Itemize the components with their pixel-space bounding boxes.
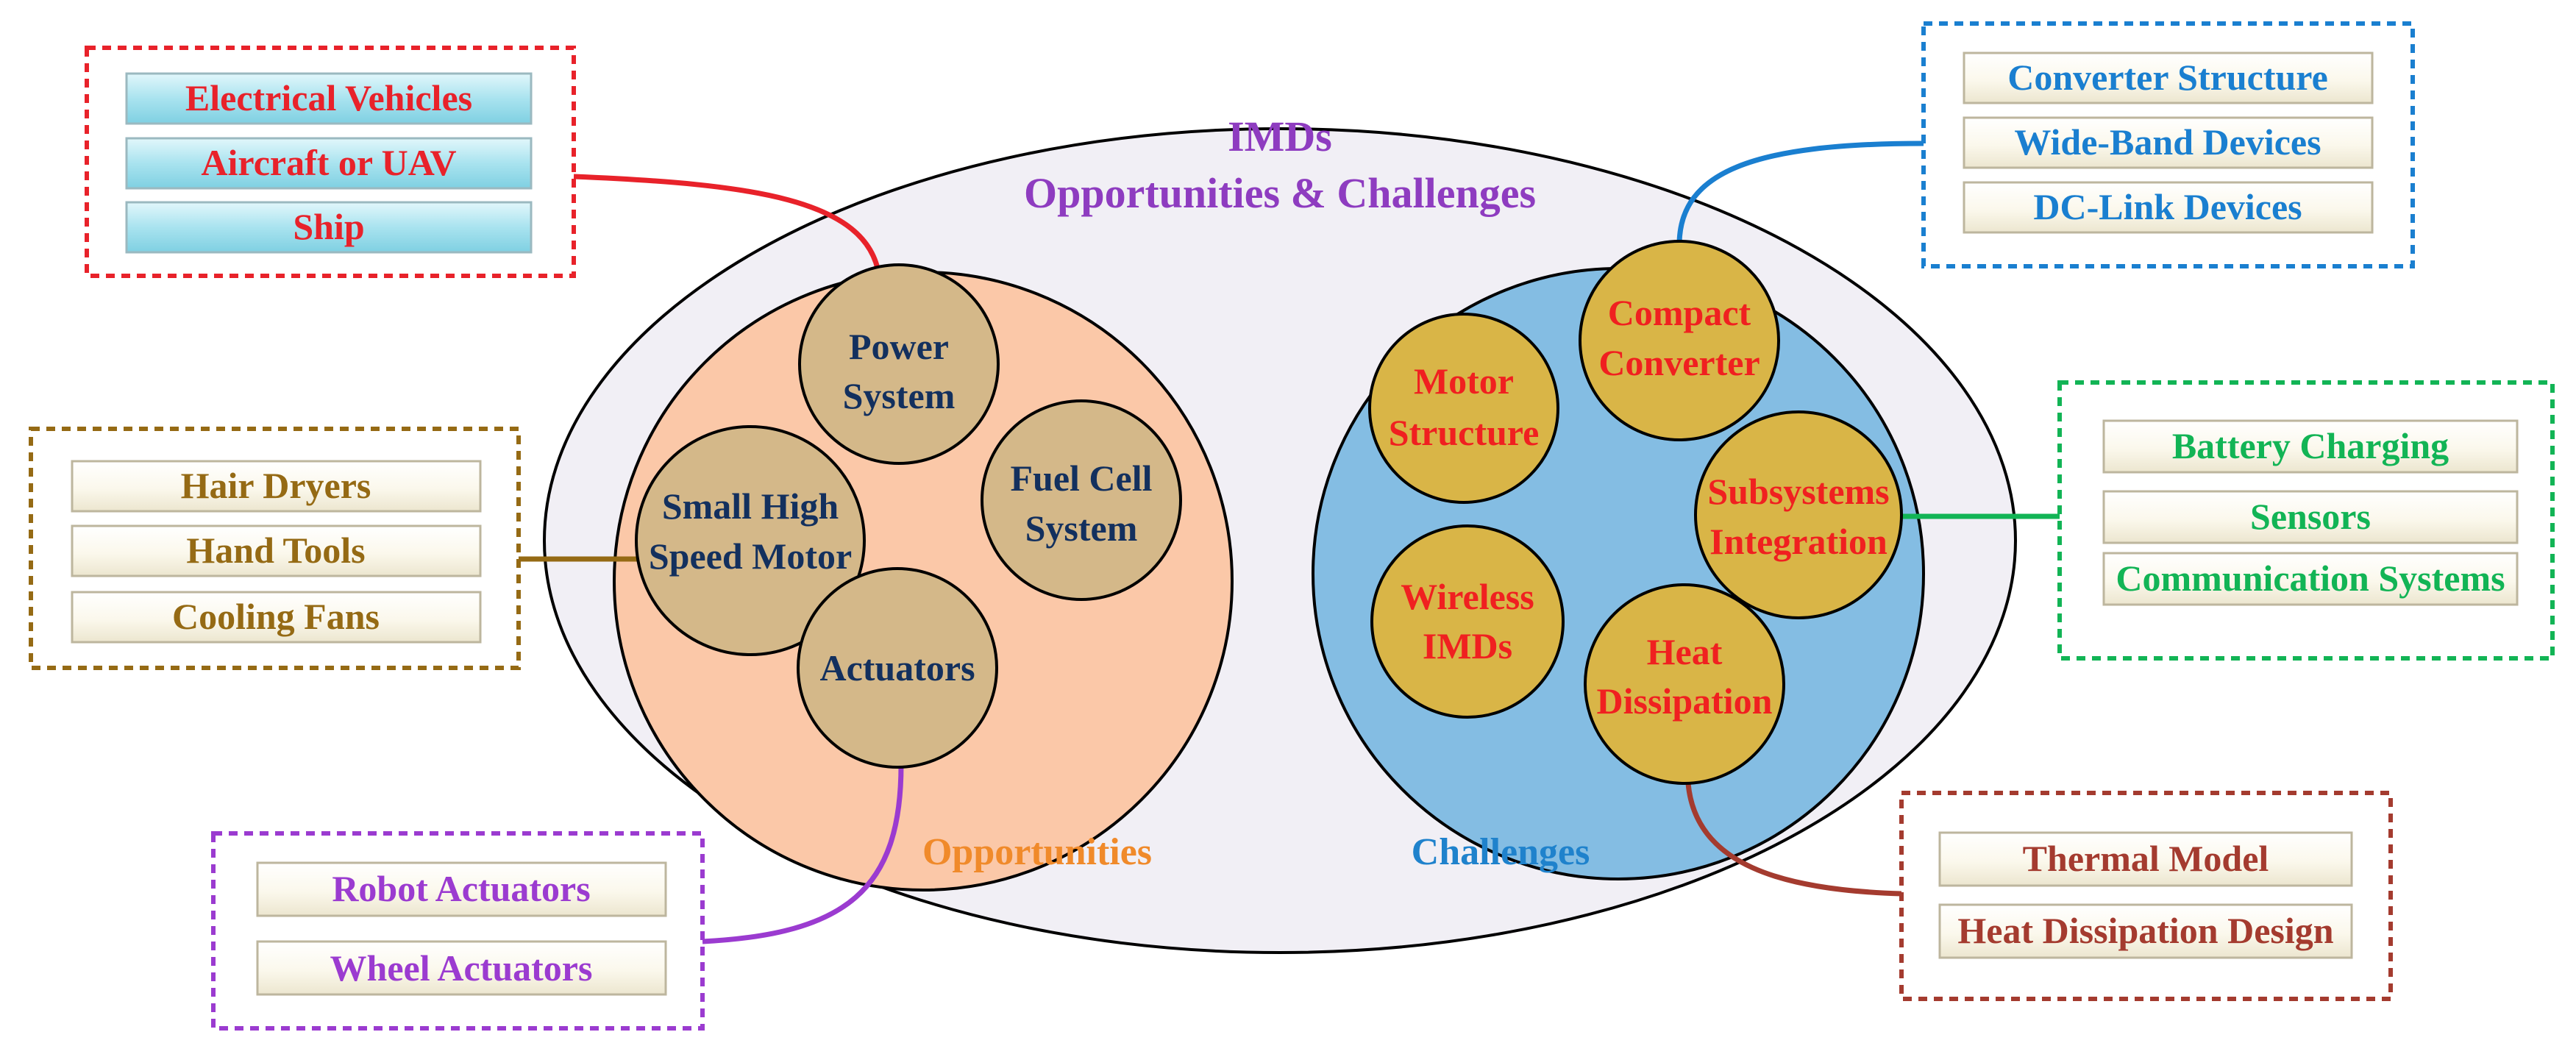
opportunity-node-fuel-cell-system: Fuel Cell System	[981, 399, 1182, 601]
diagram-title-line2: Opportunities & Challenges	[1024, 169, 1536, 217]
svg-text:Wireless: Wireless	[1401, 576, 1534, 617]
opportunities-caption: Opportunities	[922, 831, 1152, 873]
diagram-title-line1: IMDs	[1228, 113, 1332, 160]
challenge-node-heat-dissipation: Heat Dissipation	[1584, 583, 1785, 785]
appliances-item: Cooling Fans	[172, 596, 380, 637]
group-transport: Electrical Vehicles Aircraft or UAV Ship	[85, 46, 576, 278]
integration-item: Sensors	[2250, 496, 2371, 537]
group-thermal: Thermal Model Heat Dissipation Design	[1899, 791, 2393, 1001]
svg-text:Dissipation: Dissipation	[1597, 680, 1773, 722]
thermal-item: Thermal Model	[2023, 838, 2269, 879]
connector-actuators	[702, 764, 904, 944]
challenge-node-compact-converter: Compact Converter	[1579, 240, 1780, 441]
svg-text:Converter: Converter	[1598, 342, 1760, 383]
opportunity-node-actuators: Actuators	[797, 567, 998, 769]
appliances-item: Hair Dryers	[181, 465, 371, 506]
challenge-node-wireless-imds: Wireless IMDs	[1370, 524, 1565, 719]
svg-text:Compact: Compact	[1608, 292, 1751, 333]
svg-text:System: System	[843, 375, 956, 416]
actuators-item: Robot Actuators	[332, 868, 590, 909]
appliances-item: Hand Tools	[186, 530, 365, 571]
svg-text:Heat: Heat	[1647, 631, 1723, 672]
svg-text:Structure: Structure	[1389, 412, 1540, 453]
group-actuators: Robot Actuators Wheel Actuators	[211, 831, 705, 1031]
challenges-caption: Challenges	[1412, 831, 1590, 873]
svg-text:Power: Power	[849, 326, 949, 367]
svg-text:Small High: Small High	[662, 485, 839, 527]
svg-text:System: System	[1025, 508, 1138, 549]
connector-thermal	[1685, 783, 1902, 897]
challenge-node-subsystems-integration: Subsystems Integration	[1694, 410, 1903, 619]
svg-text:Fuel Cell: Fuel Cell	[1010, 458, 1152, 499]
opportunity-node-power-system: Power System	[798, 263, 1000, 465]
svg-text:Subsystems: Subsystems	[1707, 471, 1889, 512]
actuators-item: Wheel Actuators	[330, 947, 593, 989]
group-appliances: Hair Dryers Hand Tools Cooling Fans	[29, 427, 521, 670]
connector-converter	[1676, 140, 1924, 243]
converter-item: Converter Structure	[2007, 57, 2328, 98]
group-converter: Converter Structure Wide-Band Devices DC…	[1921, 21, 2415, 268]
integration-item: Battery Charging	[2172, 425, 2449, 466]
group-integration: Battery Charging Sensors Communication S…	[2057, 380, 2555, 661]
svg-text:Integration: Integration	[1709, 521, 1887, 562]
svg-text:Speed Motor: Speed Motor	[649, 535, 852, 577]
converter-item: Wide-Band Devices	[2014, 121, 2321, 163]
transport-item: Aircraft or UAV	[201, 142, 456, 183]
challenge-node-motor-structure: Motor Structure	[1368, 313, 1559, 504]
svg-text:Motor: Motor	[1414, 360, 1514, 402]
thermal-item: Heat Dissipation Design	[1957, 910, 2333, 951]
integration-item: Communication Systems	[2116, 558, 2505, 599]
transport-item: Ship	[293, 206, 364, 247]
transport-item: Electrical Vehicles	[185, 77, 472, 118]
converter-item: DC-Link Devices	[2033, 186, 2302, 227]
connector-transport	[573, 174, 882, 277]
opportunity-node-small-high-speed-motor: Small High Speed Motor	[635, 425, 866, 656]
svg-text:Actuators: Actuators	[819, 647, 975, 688]
svg-text:IMDs: IMDs	[1423, 625, 1512, 666]
